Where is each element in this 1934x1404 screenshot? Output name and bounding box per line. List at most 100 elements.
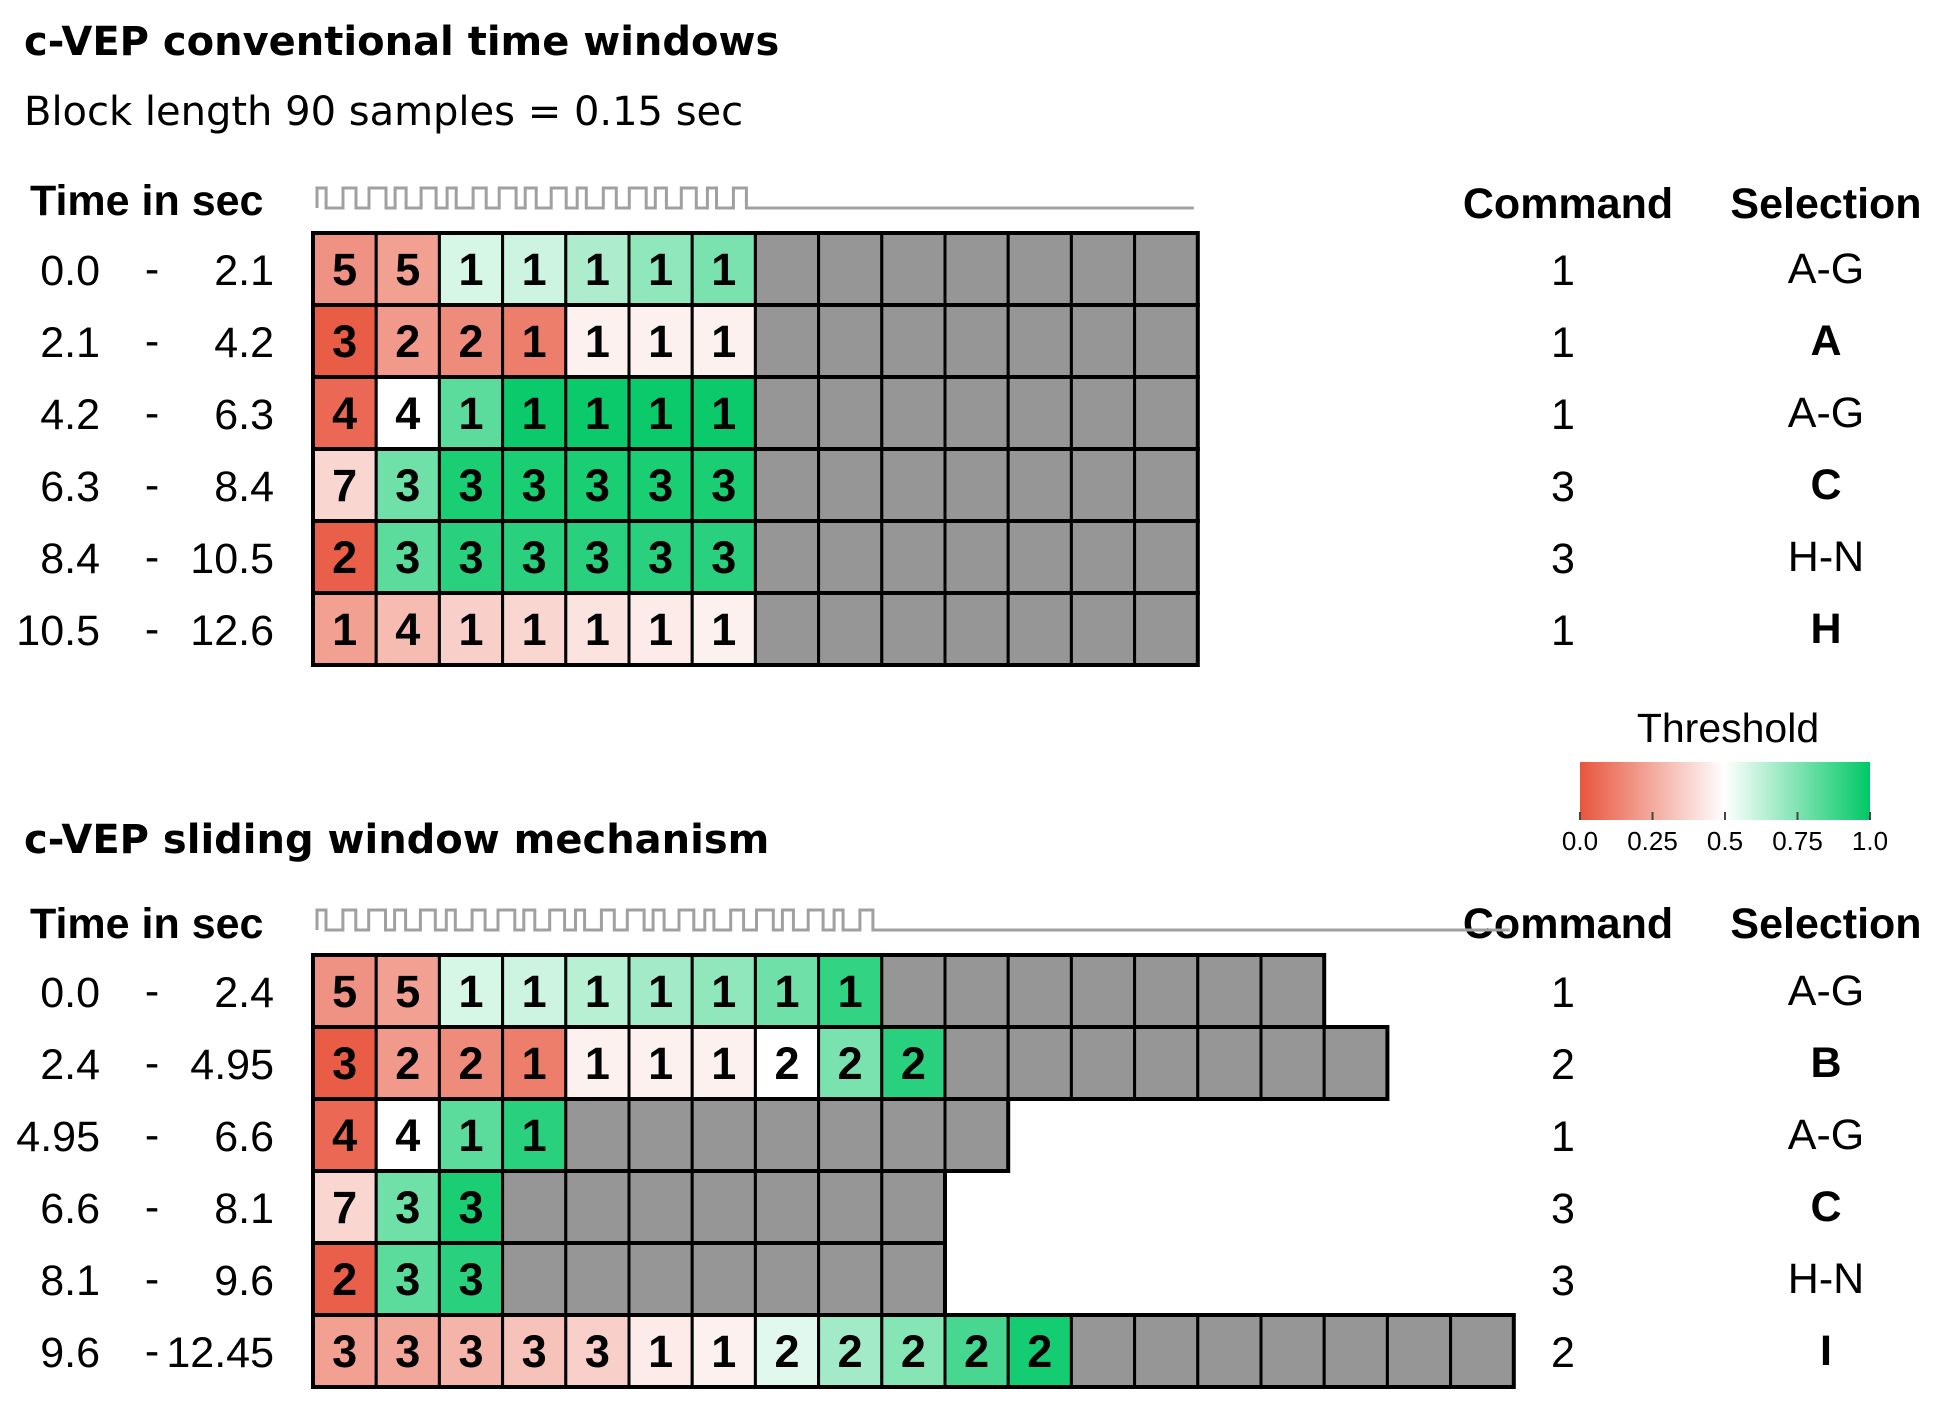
time-start: 6.6 xyxy=(40,1185,100,1233)
inactive-cell xyxy=(1133,519,1200,595)
inactive-cell xyxy=(817,447,884,523)
inactive-cell xyxy=(943,303,1010,379)
inactive-cell xyxy=(880,519,947,595)
decision-cell xyxy=(690,591,757,667)
time-dash: - xyxy=(145,389,159,437)
decision-cell xyxy=(627,1313,694,1389)
panel2-command-header: Command xyxy=(1463,900,1673,948)
cell-command-value: 3 xyxy=(585,1326,610,1377)
cell-command-value: 2 xyxy=(838,1038,863,1089)
inactive-cell xyxy=(1069,447,1137,523)
decision-cell xyxy=(374,1097,441,1173)
cell-command-value: 1 xyxy=(711,604,736,655)
cell-command-value: 1 xyxy=(838,966,863,1017)
inactive-cell xyxy=(753,1241,821,1317)
cell-command-value: 3 xyxy=(395,1182,420,1233)
cell-command-value: 5 xyxy=(395,966,420,1017)
cell-command-value: 3 xyxy=(332,1038,357,1089)
row-border xyxy=(311,591,1200,667)
command-value: 1 xyxy=(1551,1113,1575,1161)
inactive-cell xyxy=(1133,231,1200,307)
panel2-time-header: Time in sec xyxy=(30,900,263,948)
cell-command-value: 1 xyxy=(458,966,483,1017)
cell-command-value: 3 xyxy=(458,1182,483,1233)
time-dash: - xyxy=(145,967,159,1015)
selection-value: C xyxy=(1810,1183,1841,1231)
decision-cell xyxy=(501,303,568,379)
inactive-cell xyxy=(1006,447,1073,523)
cell-command-value: 1 xyxy=(522,388,547,439)
inactive-cell xyxy=(1133,591,1200,667)
inactive-cell xyxy=(880,1097,947,1173)
inactive-cell xyxy=(690,1241,757,1317)
time-end: 12.45 xyxy=(166,1329,274,1377)
decision-cell xyxy=(564,303,631,379)
inactive-cell xyxy=(1133,375,1200,451)
time-dash: - xyxy=(145,1255,159,1303)
cell-command-value: 3 xyxy=(711,532,736,583)
inactive-cell xyxy=(1069,375,1137,451)
cell-command-value: 2 xyxy=(395,316,420,367)
inactive-cell xyxy=(817,519,884,595)
cell-command-value: 2 xyxy=(458,316,483,367)
decision-cell xyxy=(437,1025,505,1101)
selection-value: H-N xyxy=(1788,1255,1864,1303)
time-start: 10.5 xyxy=(16,607,100,655)
inactive-cell xyxy=(817,1169,884,1245)
cell-command-value: 3 xyxy=(458,1326,483,1377)
inactive-cell xyxy=(943,519,1010,595)
time-start: 0.0 xyxy=(40,247,100,295)
decision-cell xyxy=(437,1169,505,1245)
inactive-cell xyxy=(627,1097,694,1173)
time-start: 4.95 xyxy=(16,1113,100,1161)
cell-command-value: 2 xyxy=(332,1254,357,1305)
cell-command-value: 3 xyxy=(585,532,610,583)
inactive-cell xyxy=(1322,1313,1389,1389)
inactive-cell xyxy=(1133,953,1200,1029)
panel1-stimulus-waveform xyxy=(315,186,1194,210)
cell-command-value: 3 xyxy=(395,1326,420,1377)
selection-value: B xyxy=(1810,1039,1841,1087)
inactive-cell xyxy=(1069,1313,1137,1389)
panel2-title: c-VEP sliding window mechanism xyxy=(24,817,769,863)
time-dash: - xyxy=(145,1183,159,1231)
row-border xyxy=(311,1313,1516,1389)
cell-command-value: 1 xyxy=(711,1038,736,1089)
inactive-cell xyxy=(1449,1313,1516,1389)
legend-tick-label: 0.75 xyxy=(1772,826,1823,856)
time-start: 8.4 xyxy=(40,535,100,583)
inactive-cell xyxy=(1069,519,1137,595)
cell-command-value: 1 xyxy=(585,1038,610,1089)
inactive-cell xyxy=(1133,1313,1200,1389)
time-end: 2.1 xyxy=(214,247,274,295)
panel1-title: c-VEP conventional time windows xyxy=(24,19,779,65)
time-dash: - xyxy=(145,461,159,509)
inactive-cell xyxy=(564,1169,631,1245)
legend-tick-label: 0.25 xyxy=(1627,826,1678,856)
cell-command-value: 2 xyxy=(964,1326,989,1377)
cell-command-value: 1 xyxy=(522,966,547,1017)
panel2-selection-header: Selection xyxy=(1730,900,1921,948)
inactive-cell xyxy=(1133,447,1200,523)
inactive-cell xyxy=(1006,375,1073,451)
selection-value: I xyxy=(1820,1327,1832,1375)
time-dash: - xyxy=(145,1111,159,1159)
inactive-cell xyxy=(753,1097,821,1173)
cell-command-value: 7 xyxy=(332,460,357,511)
panel2-stimulus-waveform xyxy=(315,908,1510,932)
decision-cell xyxy=(311,953,378,1029)
inactive-cell xyxy=(627,1241,694,1317)
inactive-cell xyxy=(817,231,884,307)
cell-command-value: 7 xyxy=(332,1182,357,1233)
inactive-cell xyxy=(880,303,947,379)
decision-cell xyxy=(437,1241,505,1317)
inactive-cell xyxy=(943,231,1010,307)
cell-command-value: 1 xyxy=(648,316,673,367)
selection-value: A-G xyxy=(1788,389,1864,437)
